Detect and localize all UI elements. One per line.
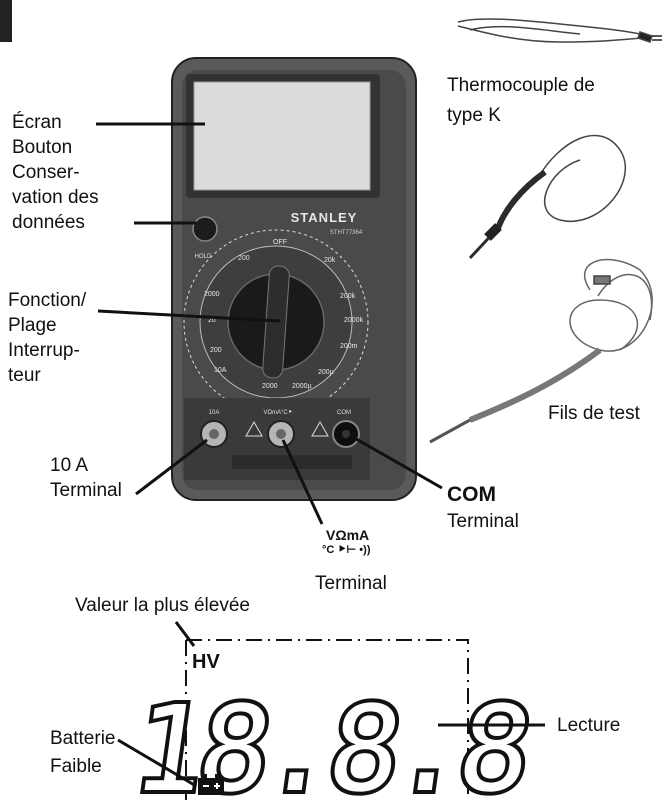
label-fils: Fils de test (548, 403, 640, 424)
jack-vomega-hole (276, 429, 286, 439)
label-fonction-3: Interrup- (8, 340, 80, 361)
label-bouton-1: Bouton (12, 137, 73, 158)
leader-lines (96, 122, 443, 525)
meter-screen (193, 81, 371, 191)
dial-value-6: 200k (340, 293, 356, 300)
multimeter: STANLEY STHT77364 HOLD OFF 200 2000 20 2… (171, 57, 417, 501)
dial-off-label: OFF (273, 239, 287, 246)
dial-value-4: 2000 (262, 383, 278, 390)
reading-digits: 18.8.8 (125, 681, 535, 804)
label-batterie-2: Faible (50, 756, 102, 777)
dial-value-7: 2000k (344, 317, 364, 324)
dial-value-10: 200µ (318, 369, 334, 376)
leader-valeur (174, 621, 196, 647)
meter-brand: STANLEY (291, 210, 358, 225)
label-com-2: Terminal (447, 511, 519, 532)
jack-com-label: COM (337, 410, 351, 416)
leader-com (350, 434, 443, 490)
label-bouton-2: Conser- (12, 162, 80, 183)
label-thermo-2: type K (447, 105, 501, 126)
label-ecran: Écran (12, 112, 62, 133)
jack-com-hole (342, 430, 350, 438)
label-thermo-1: Thermocouple de (447, 75, 595, 96)
jack-10a-hole (209, 429, 219, 439)
meter-model: STHT77364 (330, 230, 363, 236)
label-valeur: Valeur la plus élevée (75, 595, 250, 616)
label-vomega-1: VΩmA (326, 527, 370, 543)
label-bouton-3: vation des (12, 187, 99, 208)
label-vomega-3: Terminal (315, 573, 387, 594)
label-fonction-4: teur (8, 365, 41, 386)
dial-value-2: 20 (208, 317, 216, 324)
jack-10a-label: 10A (209, 410, 220, 416)
corner-tab (0, 0, 12, 42)
lcd-dashed-frame (185, 639, 469, 800)
label-vomega-2: °C ⯈⊢ •)) (322, 544, 371, 556)
dial-value-3: 200 (210, 347, 222, 354)
warning-icon-2 (311, 420, 329, 437)
dial-value-5: 20k (324, 257, 336, 264)
battery-icon (198, 774, 224, 795)
label-batterie-1: Batterie (50, 728, 116, 749)
label-10a-2: Terminal (50, 480, 122, 501)
jack-vomega-label: VΩmA°C⯈ (263, 409, 292, 416)
leader-vomega (281, 439, 324, 525)
label-lecture: Lecture (557, 715, 621, 736)
label-fonction-1: Fonction/ (8, 290, 87, 311)
warning-icon (245, 420, 263, 437)
dial-value-1: 2000 (204, 291, 220, 298)
dial-value-9: 10A (214, 367, 227, 374)
hold-button[interactable] (192, 216, 218, 242)
lcd-readout: HV 18.8.8 (117, 621, 545, 804)
leader-batterie (117, 738, 197, 788)
test-lead-2 (429, 258, 653, 444)
label-bouton-4: données (12, 212, 85, 233)
hv-indicator: HV (192, 651, 220, 673)
leader-10a (135, 438, 208, 496)
dial-value-11: 2000µ (292, 383, 312, 390)
thermocouple-probe (457, 18, 662, 43)
hold-label: HOLD (195, 254, 212, 260)
dial-value-0: 200 (238, 255, 250, 262)
label-com-1: COM (447, 483, 496, 506)
test-lead-1 (468, 134, 627, 260)
dial-value-8: 200m (340, 343, 358, 350)
leader-fonction (97, 309, 281, 323)
label-fonction-2: Plage (8, 315, 57, 336)
label-10a-1: 10 A (50, 455, 89, 476)
